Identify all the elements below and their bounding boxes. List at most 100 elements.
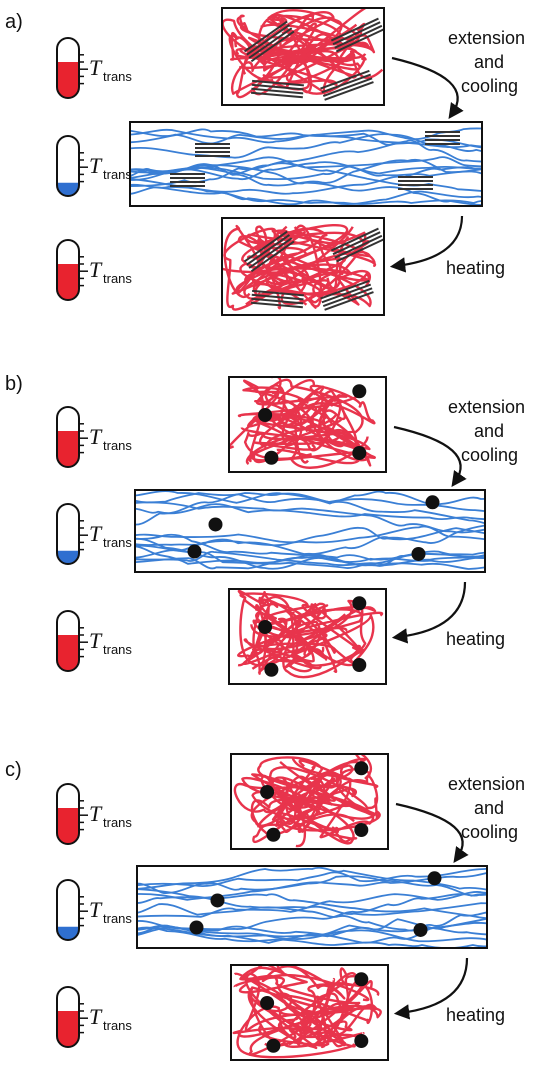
netpoint-dot-icon [264, 662, 279, 677]
symbol-t: T [89, 521, 103, 546]
crystalline-domain [330, 227, 384, 263]
crystal-lamella [320, 69, 370, 90]
sample-recovered-shape [230, 964, 389, 1061]
crystalline-domain [398, 176, 433, 190]
crystal-lamella [335, 238, 384, 263]
crystalline-domain [330, 17, 384, 53]
crystal-lamella [250, 240, 295, 273]
crystal-lamella [332, 21, 381, 46]
netpoint-dot-icon [354, 761, 369, 776]
polymer-chain [137, 866, 487, 891]
thermometer-fill [57, 1011, 79, 1047]
polymer-chain [246, 230, 376, 310]
symbol-t: T [89, 628, 103, 653]
step-and: and [474, 421, 504, 441]
thermometer-icon [56, 239, 80, 301]
symbol-trans: trans [103, 535, 132, 550]
arrow-heating [391, 581, 467, 644]
netpoint-dot-icon [427, 871, 442, 886]
crystal-lamella [248, 237, 293, 269]
crystal-lamella [330, 227, 379, 252]
crystal-lamella [250, 91, 303, 99]
polymer-chain [242, 11, 358, 91]
polymer-chain [255, 603, 384, 667]
symbol-t: T [89, 257, 103, 282]
crystal-lamella [250, 30, 295, 63]
sample-temporary-shape [136, 865, 488, 949]
step-extension: extension [448, 28, 525, 48]
sample-box [228, 376, 387, 473]
sample-recovered-shape [228, 588, 387, 685]
thermometer-icon [56, 783, 80, 845]
arrow-extension-cooling [391, 56, 464, 120]
crystal-lamella [321, 283, 372, 304]
sample-permanent-shape [230, 753, 389, 850]
polymer-chain [130, 139, 482, 187]
crystal-lamella [251, 297, 304, 305]
polymer-chain [130, 128, 482, 149]
polymer-chain [250, 608, 363, 674]
thermometer-fill [57, 926, 79, 940]
thermometer-fill [57, 808, 79, 844]
symbol-trans: trans [103, 815, 132, 830]
crystal-lamella [334, 24, 383, 49]
polymer-chain [130, 156, 482, 192]
sample-box [228, 588, 387, 685]
crystal-lamella [252, 289, 304, 297]
crystal-lamella [246, 234, 290, 266]
netpoint-dot-icon [260, 785, 275, 799]
crystal-lamella [251, 293, 304, 301]
polymer-chain [238, 384, 364, 447]
step-heating: heating [446, 1005, 505, 1025]
step-and: and [474, 798, 504, 818]
symbol-trans: trans [103, 69, 132, 84]
symbol-trans: trans [103, 642, 132, 657]
thermometer-icon [56, 986, 80, 1048]
panel-label: b) [5, 373, 23, 395]
thermometer-icon [56, 37, 80, 99]
sample-permanent-shape [228, 376, 387, 473]
sample-temporary-shape [129, 121, 483, 207]
netpoint-dot-icon [260, 996, 275, 1010]
polymer-chain [135, 550, 485, 570]
crystal-lamella [335, 28, 384, 53]
polymer-chain [250, 766, 379, 837]
crystal-lamella [246, 24, 290, 56]
crystal-lamella [322, 77, 373, 98]
crystal-lamella [322, 287, 373, 308]
thermometer-icon [56, 135, 80, 197]
step-cooling: cooling [461, 76, 518, 96]
thermometer-icon [56, 406, 80, 468]
crystalline-domain [170, 173, 205, 187]
netpoint-dot-icon [210, 893, 225, 908]
polymer-chain [135, 533, 485, 563]
thermometer-fill [57, 635, 79, 671]
thermometer-icon [56, 879, 80, 941]
polymer-chain [252, 595, 348, 669]
polymer-chain [244, 972, 373, 1050]
netpoint-dot-icon [208, 517, 223, 532]
polymer-chain [233, 972, 358, 1049]
sample-box-stretched [129, 121, 483, 207]
thermometer-fill [57, 264, 79, 300]
polymer-chain [135, 501, 485, 534]
crystal-lamella [248, 27, 293, 59]
polymer-chain [130, 161, 482, 181]
polymer-chain [228, 8, 379, 82]
polymer-chain [238, 965, 370, 1002]
crystal-lamella [250, 301, 303, 309]
netpoint-dot-icon [354, 823, 369, 837]
crystalline-domain [243, 20, 295, 63]
thermometer-fill [57, 62, 79, 98]
sample-box-stretched [134, 489, 486, 573]
symbol-t: T [89, 153, 103, 178]
crystal-lamella [324, 291, 374, 311]
step-extension: extension [448, 397, 525, 417]
step-heating: heating [446, 629, 505, 649]
